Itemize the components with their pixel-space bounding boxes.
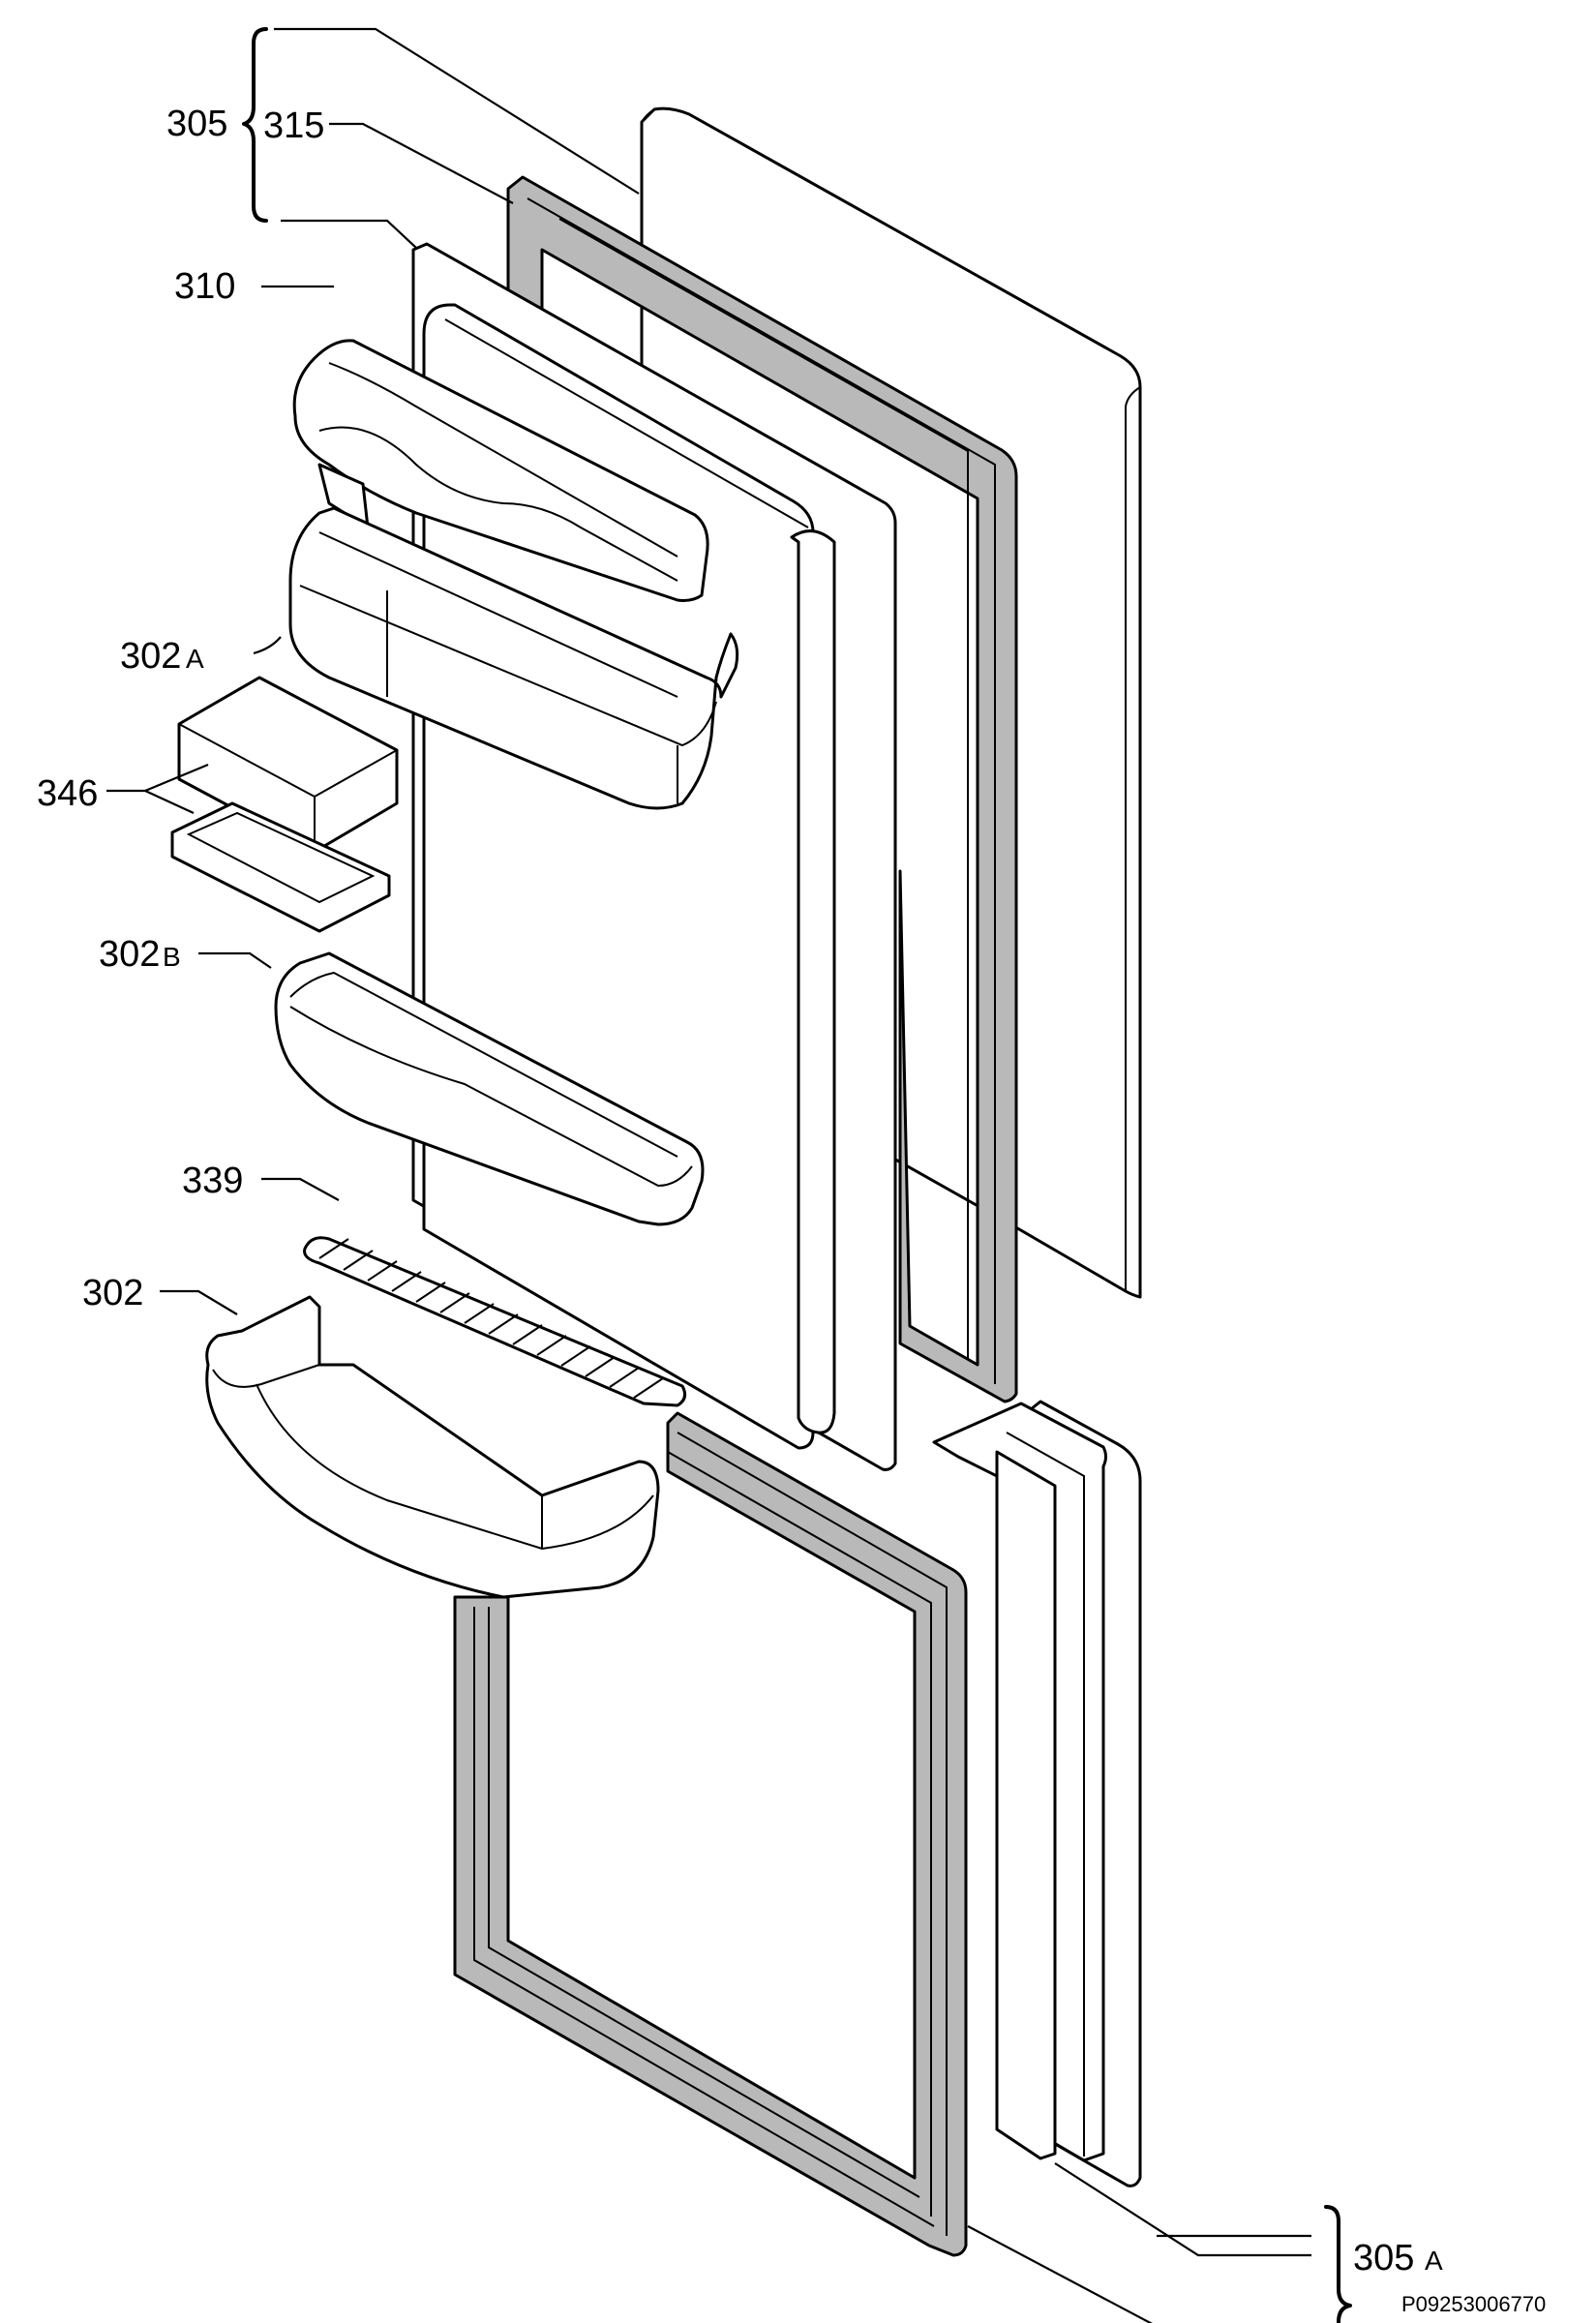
label-305a-number: 305 (1353, 2238, 1414, 2278)
label-302b-number: 302 (99, 934, 160, 975)
label-346: 346 (37, 773, 98, 814)
label-305a-suffix: A (1425, 2246, 1443, 2276)
label-302a-suffix: A (186, 644, 204, 674)
label-302a-number: 302 (120, 636, 181, 677)
leader-305-top (274, 27, 640, 195)
leader-302a (253, 636, 282, 655)
upper-door-gasket (506, 175, 1018, 1403)
lower-door-outer-panel (932, 1400, 1142, 2187)
label-302: 302 (82, 1273, 143, 1313)
label-339: 339 (182, 1161, 243, 1201)
leader-346b (144, 763, 209, 793)
door-shelf-302b (274, 951, 705, 1226)
lower-door-gasket (453, 1411, 968, 2257)
brace-305a (1324, 2205, 1352, 2323)
leader-305-bottom (281, 219, 417, 249)
leader-315 (329, 122, 514, 204)
butter-dish-346 (170, 676, 399, 933)
reference-code: P09253006770 (1401, 2292, 1546, 2316)
egg-rack-339 (303, 1236, 687, 1407)
door-shelf-302 (205, 1295, 660, 1599)
leader-lines (106, 27, 1311, 2323)
label-315: 315 (263, 106, 324, 146)
label-302b-suffix: B (163, 942, 181, 972)
label-310: 310 (174, 266, 235, 307)
part-labels: 305 315 310 302 A 346 302 B 339 302 305 … (37, 104, 1443, 2278)
leader-302b (198, 951, 272, 969)
leader-346 (106, 789, 195, 814)
brace-305 (242, 27, 268, 223)
label-305: 305 (166, 104, 227, 144)
door-shelf-302a (288, 506, 739, 810)
leader-315a (967, 2225, 1153, 2323)
leader-302 (160, 1289, 238, 1315)
top-door-shelf (292, 339, 709, 602)
leader-305a-mid (1054, 2162, 1311, 2257)
leader-339 (261, 1177, 340, 1201)
